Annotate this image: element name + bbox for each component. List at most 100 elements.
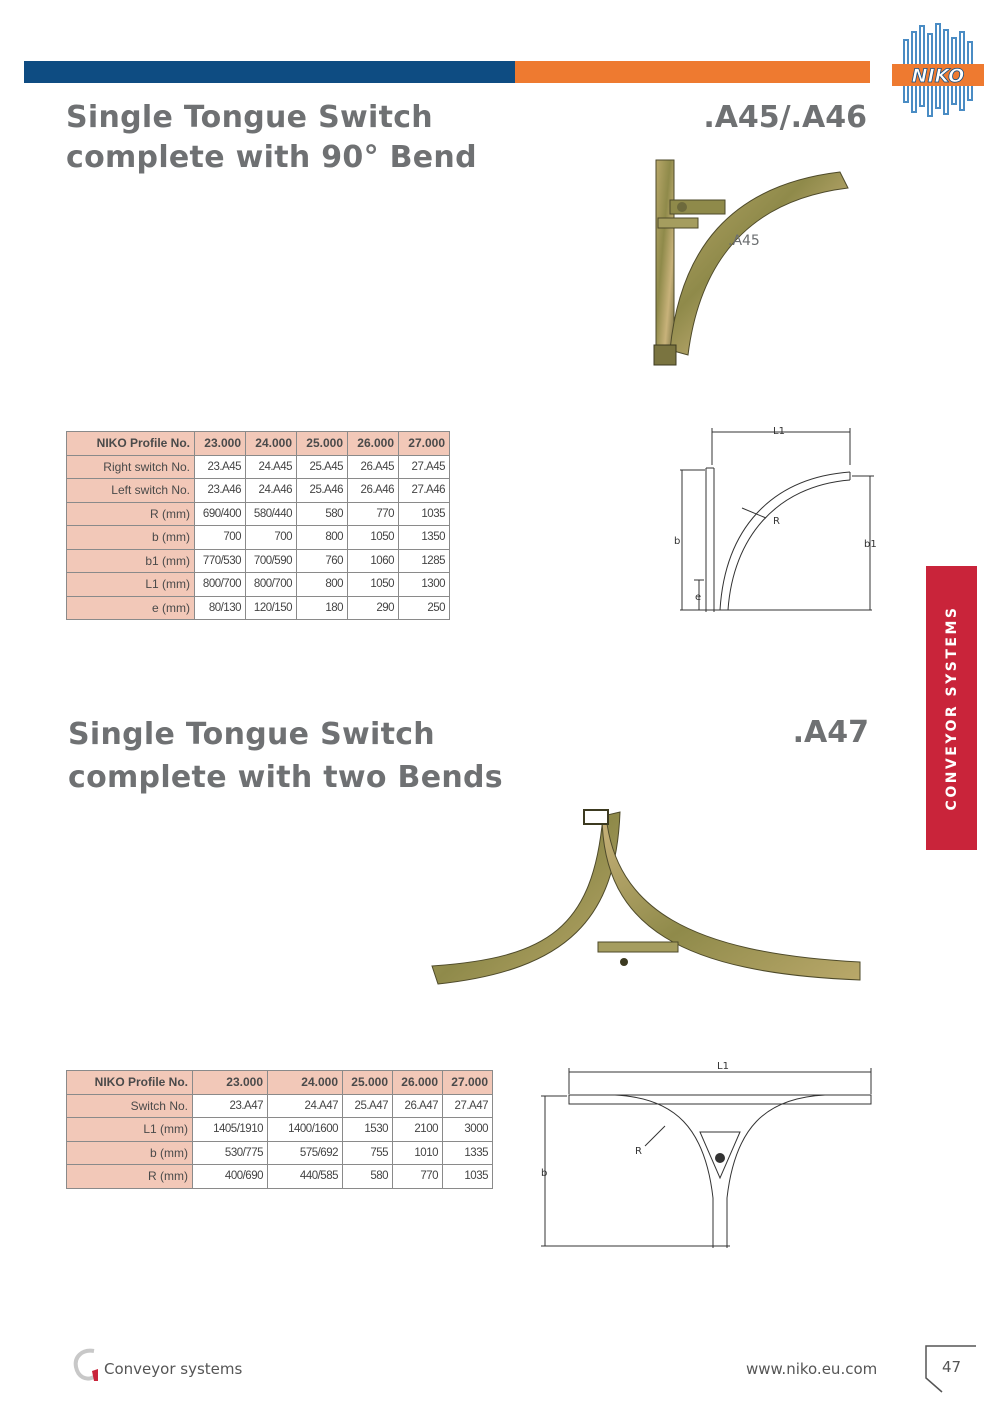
table-cell: 290 bbox=[347, 595, 399, 620]
table-cell: 120/150 bbox=[245, 595, 297, 620]
table-cell: 700/590 bbox=[245, 548, 297, 573]
table-row: L1 (mm) 800/700 800/700 800 1050 1300 bbox=[66, 572, 450, 597]
table-cell: 27.000 bbox=[398, 431, 450, 456]
header-bar-orange bbox=[515, 61, 870, 83]
table-cell: 180 bbox=[296, 595, 348, 620]
drawing2-label-l1: L1 bbox=[717, 1061, 729, 1072]
table-cell: 800 bbox=[296, 572, 348, 597]
row-label: b (mm) bbox=[66, 525, 195, 550]
table-cell: 26.A46 bbox=[347, 478, 399, 503]
table-row: b (mm) 530/775 575/692 755 1010 1335 bbox=[66, 1140, 493, 1165]
table-cell: 1060 bbox=[347, 548, 399, 573]
table-cell: 25.000 bbox=[342, 1070, 393, 1095]
table-cell: 23.000 bbox=[192, 1070, 268, 1095]
table-cell: 26.000 bbox=[347, 431, 399, 456]
photo-label-a45: .A45 bbox=[728, 233, 760, 249]
row-label: Right switch No. bbox=[66, 454, 195, 479]
table-cell: 1035 bbox=[398, 501, 450, 526]
section2-code: .A47 bbox=[792, 715, 869, 750]
table-cell: 25.A45 bbox=[296, 454, 348, 479]
table-cell: 1285 bbox=[398, 548, 450, 573]
table-cell: 27.A47 bbox=[442, 1093, 493, 1118]
row-label: NIKO Profile No. bbox=[66, 1070, 193, 1095]
table-row: Right switch No. 23.A45 24.A45 25.A45 26… bbox=[66, 454, 450, 479]
switch-90-bend-photo: .A45 bbox=[653, 159, 849, 366]
table-cell: 23.A46 bbox=[194, 478, 246, 503]
table-row: R (mm) 400/690 440/585 580 770 1035 bbox=[66, 1164, 493, 1189]
table-cell: 800/700 bbox=[245, 572, 297, 597]
table-row: R (mm) 690/400 580/440 580 770 1035 bbox=[66, 501, 450, 526]
table-cell: 27.000 bbox=[442, 1070, 493, 1095]
table-cell: 1530 bbox=[342, 1117, 393, 1142]
table-cell: 800/700 bbox=[194, 572, 246, 597]
table-cell: 580/440 bbox=[245, 501, 297, 526]
side-tab-conveyor-systems: CONVEYOR SYSTEMS bbox=[926, 566, 977, 850]
switch-two-bends-photo bbox=[431, 809, 861, 985]
row-label: b (mm) bbox=[66, 1140, 193, 1165]
row-label: NIKO Profile No. bbox=[66, 431, 195, 456]
table-cell: 575/692 bbox=[267, 1140, 343, 1165]
footer-url[interactable]: www.niko.eu.com bbox=[746, 1360, 878, 1378]
row-label: Switch No. bbox=[66, 1093, 193, 1118]
table-cell: 1050 bbox=[347, 525, 399, 550]
page-number: 47 bbox=[942, 1358, 962, 1376]
table-cell: 580 bbox=[296, 501, 348, 526]
section1-title-line1: Single Tongue Switch bbox=[66, 100, 433, 135]
table-row: e (mm) 80/130 120/150 180 290 250 bbox=[66, 595, 450, 620]
row-label: Left switch No. bbox=[66, 478, 195, 503]
table-cell: 1050 bbox=[347, 572, 399, 597]
section1-code: .A45/.A46 bbox=[703, 100, 867, 135]
table-cell: 25.000 bbox=[296, 431, 348, 456]
table-cell: 23.A45 bbox=[194, 454, 246, 479]
footer-section-name: Conveyor systems bbox=[104, 1360, 243, 1378]
table-cell: 23.A47 bbox=[192, 1093, 268, 1118]
table-cell: 400/690 bbox=[192, 1164, 268, 1189]
section2-spec-table: NIKO Profile No. 23.000 24.000 25.000 26… bbox=[66, 1070, 493, 1189]
table-cell: 250 bbox=[398, 595, 450, 620]
page-number-frame bbox=[925, 1345, 976, 1393]
table-row: Switch No. 23.A47 24.A47 25.A47 26.A47 2… bbox=[66, 1093, 493, 1118]
drawing-label-r: R bbox=[773, 516, 780, 527]
table-cell: 3000 bbox=[442, 1117, 493, 1142]
table-row: L1 (mm) 1405/1910 1400/1600 1530 2100 30… bbox=[66, 1117, 493, 1142]
table-cell: 580 bbox=[342, 1164, 393, 1189]
section2-title: Single Tongue Switch complete with two B… bbox=[68, 713, 503, 799]
table-cell: 27.A45 bbox=[398, 454, 450, 479]
table-cell: 760 bbox=[296, 548, 348, 573]
section1-title: Single Tongue Switch complete with 90° B… bbox=[66, 98, 477, 178]
row-label: b1 (mm) bbox=[66, 548, 195, 573]
table-cell: 80/130 bbox=[194, 595, 246, 620]
header-bar-blue bbox=[24, 61, 515, 83]
conveyor-icon bbox=[73, 1348, 98, 1381]
side-tab-label: CONVEYOR SYSTEMS bbox=[943, 605, 960, 811]
table-cell: 25.A47 bbox=[342, 1093, 393, 1118]
logo-text: NIKO bbox=[912, 65, 965, 87]
table-cell: 1335 bbox=[442, 1140, 493, 1165]
drawing-label-l1: L1 bbox=[773, 426, 785, 437]
row-label: R (mm) bbox=[66, 1164, 193, 1189]
table-cell: 700 bbox=[245, 525, 297, 550]
drawing2-label-r: R bbox=[635, 1146, 642, 1157]
table-cell: 770 bbox=[392, 1164, 443, 1189]
table-cell: 440/585 bbox=[267, 1164, 343, 1189]
switch-90-bend-drawing: L1 R b b1 e bbox=[674, 426, 877, 612]
table-cell: 26.A47 bbox=[392, 1093, 443, 1118]
table-row: NIKO Profile No. 23.000 24.000 25.000 26… bbox=[66, 431, 450, 456]
row-label: L1 (mm) bbox=[66, 572, 195, 597]
drawing-label-e: e bbox=[695, 592, 701, 603]
niko-logo: NIKO bbox=[892, 23, 984, 117]
table-row: b1 (mm) 770/530 700/590 760 1060 1285 bbox=[66, 548, 450, 573]
drawing-label-b: b bbox=[674, 536, 680, 547]
table-cell: 770/530 bbox=[194, 548, 246, 573]
table-cell: 690/400 bbox=[194, 501, 246, 526]
table-cell: 27.A46 bbox=[398, 478, 450, 503]
table-cell: 24.000 bbox=[267, 1070, 343, 1095]
section1-title-line2: complete with 90° Bend bbox=[66, 140, 477, 175]
table-cell: 1405/1910 bbox=[192, 1117, 268, 1142]
table-row: Left switch No. 23.A46 24.A46 25.A46 26.… bbox=[66, 478, 450, 503]
table-cell: 2100 bbox=[392, 1117, 443, 1142]
table-cell: 700 bbox=[194, 525, 246, 550]
section2-title-line2: complete with two Bends bbox=[68, 760, 503, 795]
table-cell: 800 bbox=[296, 525, 348, 550]
table-cell: 1010 bbox=[392, 1140, 443, 1165]
